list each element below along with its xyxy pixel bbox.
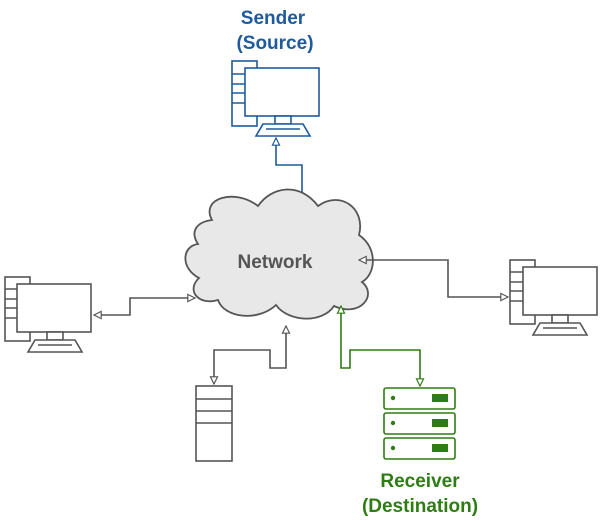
left-network-connector [94,298,195,315]
receiver-server-icon [383,387,456,460]
sender-title: Sender [241,8,306,29]
server-tower-icon [195,385,233,462]
receiver-server-leds [390,394,448,452]
sender-subtitle: (Source) [236,33,313,54]
right-computer-icon [509,259,598,336]
sender-computer-icon [231,60,320,137]
receiver-subtitle: (Destination) [362,496,478,517]
sender-network-connector [276,138,302,212]
left-computer-icon [4,276,92,353]
network-label: Network [238,252,313,273]
tower-network-connector [214,326,286,384]
receiver-title: Receiver [380,471,460,492]
right-network-connector [359,260,508,297]
receiver-network-connector [341,306,420,386]
